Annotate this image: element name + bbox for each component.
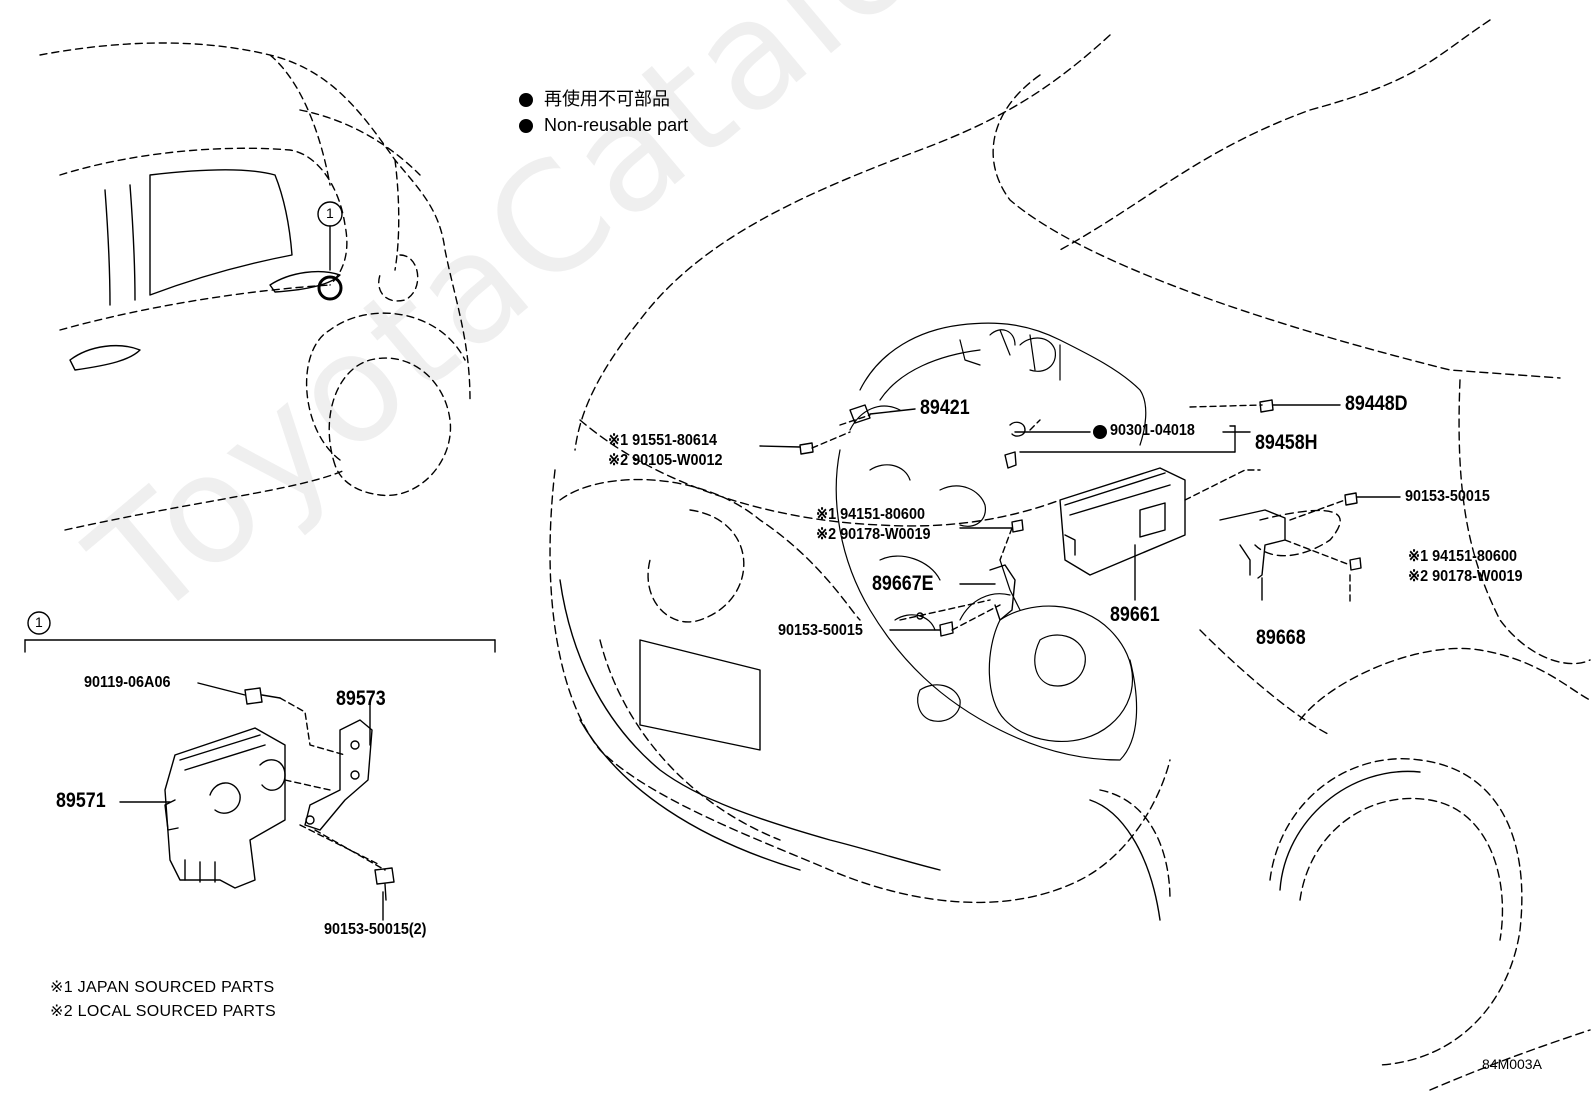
front-vehicle-solid — [559, 579, 1421, 921]
part-89448d: 89448D — [1345, 392, 1408, 415]
fasteners — [799, 399, 1362, 637]
part-89667e: 89667E — [872, 572, 934, 595]
front-callout-circle — [916, 612, 924, 620]
part-89661: 89661 — [1110, 603, 1160, 626]
legend-dot-2 — [519, 119, 533, 133]
legend-non-reusable-jp: 再使用不可部品 — [544, 89, 670, 109]
part-90178-w0019-b: ※2 90178-W0019 — [1408, 568, 1523, 585]
bracket-89668 — [1219, 509, 1286, 579]
part-90153-50015-b: 90153-50015 — [778, 622, 863, 639]
part-89668: 89668 — [1256, 626, 1306, 649]
part-89571: 89571 — [56, 789, 106, 812]
callout-marker-1: 1 — [326, 205, 334, 221]
part-89421: 89421 — [920, 396, 970, 419]
part-91551-80614: ※1 91551-80614 — [608, 432, 717, 449]
part-90153-50015-2: 90153-50015(2) — [324, 921, 427, 938]
rear-vehicle-solid — [69, 169, 341, 371]
part-89573: 89573 — [336, 687, 386, 710]
part-90178-w0019-a: ※2 90178-W0019 — [816, 526, 931, 543]
callout-1-leader — [317, 201, 343, 301]
sensor-89421 — [849, 404, 871, 424]
ecu-89661 — [1059, 467, 1186, 576]
inset-frame — [24, 611, 496, 653]
leader-lines — [759, 404, 1401, 631]
note-japan-sourced: ※1 JAPAN SOURCED PARTS — [50, 979, 275, 996]
rear-vehicle-outline — [39, 42, 471, 531]
non-reusable-dot — [1093, 425, 1107, 439]
front-vehicle-outline — [549, 19, 1591, 1091]
part-94151-80600-a: ※1 94151-80600 — [816, 506, 925, 523]
legend-dot-1 — [519, 93, 533, 107]
part-90105-w0012: ※2 90105-W0012 — [608, 452, 723, 469]
part-90119-06a06: 90119-06A06 — [84, 674, 171, 691]
part-90153-50015-a: 90153-50015 — [1405, 488, 1490, 505]
engine-transaxle — [835, 322, 1147, 761]
diagram-code: 84M003A — [1482, 1056, 1542, 1072]
inset-marker: 1 — [35, 614, 43, 630]
bracket-89667e — [989, 564, 1016, 621]
inset-leader-lines — [119, 682, 384, 921]
part-90301-04018: 90301-04018 — [1110, 422, 1195, 439]
part-94151-80600-b: ※1 94151-80600 — [1408, 548, 1517, 565]
assembly-guides — [811, 404, 1351, 631]
note-local-sourced: ※2 LOCAL SOURCED PARTS — [50, 1003, 276, 1020]
inset-dashed-guides — [279, 697, 386, 871]
inset-ecu-bracket — [164, 687, 395, 901]
part-89458h: 89458H — [1255, 431, 1318, 454]
legend-non-reusable-en: Non-reusable part — [544, 115, 689, 135]
